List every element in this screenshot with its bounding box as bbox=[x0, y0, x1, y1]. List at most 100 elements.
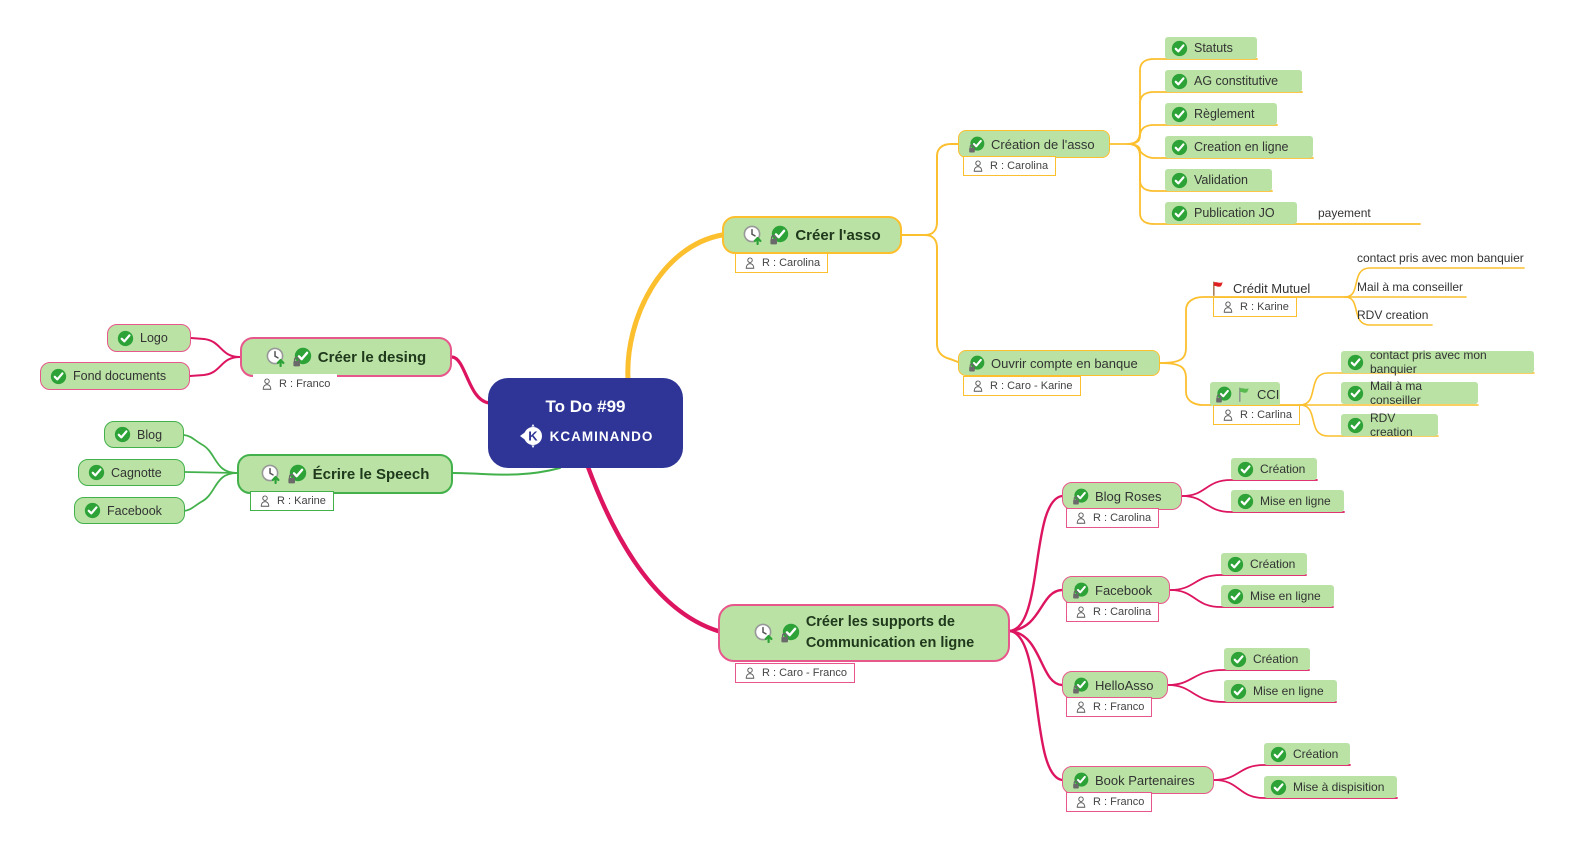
node-cm-mail[interactable]: Mail à ma conseiller bbox=[1357, 280, 1464, 294]
node-book-creation[interactable]: Création bbox=[1264, 743, 1350, 765]
node-cm-contact[interactable]: contact pris avec mon banquier bbox=[1357, 251, 1524, 265]
resp-tag-supports[interactable]: R : Caro - Franco bbox=[735, 663, 855, 683]
node-label: Statuts bbox=[1194, 41, 1233, 55]
node-label: Book Partenaires bbox=[1095, 772, 1195, 788]
node-label: Crédit Mutuel bbox=[1233, 280, 1311, 296]
resp-tag-credit-mutuel[interactable]: R : Karine bbox=[1213, 297, 1297, 317]
resp-label: R : Carolina bbox=[990, 160, 1049, 172]
node-facebook-creation[interactable]: Création bbox=[1221, 553, 1307, 575]
node-book-partenaires[interactable]: Book Partenaires bbox=[1062, 766, 1214, 794]
node-blog[interactable]: Blog bbox=[104, 421, 184, 448]
check-lock-icon bbox=[1072, 487, 1089, 505]
node-helloasso[interactable]: HelloAsso bbox=[1062, 671, 1168, 699]
resp-tag-helloasso[interactable]: R : Franco bbox=[1066, 697, 1153, 717]
node-label: Création bbox=[1293, 747, 1339, 761]
node-logo[interactable]: Logo bbox=[107, 324, 191, 352]
node-label: RDV creation bbox=[1370, 411, 1413, 439]
clock-progress-icon bbox=[754, 623, 773, 643]
root-node[interactable]: To Do #99 K KCAMINANDO bbox=[488, 378, 683, 468]
node-ecrire-le-speech[interactable]: Écrire le Speech bbox=[237, 454, 453, 494]
check-circle-icon bbox=[1230, 682, 1247, 700]
root-title: To Do #99 bbox=[545, 397, 626, 416]
check-lock-icon bbox=[286, 464, 307, 484]
node-label-line2: Communication en ligne bbox=[805, 635, 975, 651]
resp-tag-book[interactable]: R : Franco bbox=[1066, 792, 1153, 812]
node-creer-le-desing[interactable]: Créer le desing bbox=[240, 337, 452, 377]
person-icon bbox=[973, 160, 983, 172]
node-facebook-supports[interactable]: Facebook bbox=[1062, 576, 1170, 604]
resp-tag-desing[interactable]: R : Franco bbox=[253, 374, 338, 394]
node-publication-jo[interactable]: Publication JO bbox=[1165, 202, 1297, 224]
node-fond-documents[interactable]: Fond documents bbox=[40, 362, 190, 390]
node-facebook-miseenligne[interactable]: Mise en ligne bbox=[1221, 585, 1334, 607]
resp-tag-creation[interactable]: R : Carolina bbox=[963, 156, 1057, 176]
resp-tag-facebook[interactable]: R : Carolina bbox=[1066, 602, 1160, 622]
node-payement[interactable]: payement bbox=[1318, 206, 1371, 220]
resp-label: R : Caro - Franco bbox=[762, 667, 847, 679]
node-helloasso-miseenligne[interactable]: Mise en ligne bbox=[1224, 680, 1337, 702]
person-icon bbox=[262, 378, 272, 390]
red-flag-icon bbox=[1213, 280, 1224, 296]
node-facebook-speech[interactable]: Facebook bbox=[74, 497, 185, 524]
person-icon bbox=[1076, 606, 1086, 618]
person-icon bbox=[1223, 409, 1233, 421]
node-blog-roses[interactable]: Blog Roses bbox=[1062, 482, 1182, 510]
node-validation[interactable]: Validation bbox=[1165, 169, 1272, 191]
node-label: Mise en ligne bbox=[1260, 494, 1331, 508]
clock-progress-icon bbox=[260, 464, 280, 484]
brand-text: KCAMINANDO bbox=[549, 428, 654, 444]
resp-label: R : Karine bbox=[277, 495, 326, 507]
node-helloasso-creation[interactable]: Création bbox=[1224, 648, 1310, 670]
node-cci[interactable]: CCI bbox=[1210, 382, 1280, 406]
person-icon bbox=[1223, 301, 1233, 313]
check-lock-icon bbox=[291, 347, 312, 367]
node-label: contact pris avec mon banquier bbox=[1370, 348, 1487, 376]
node-label: Ouvrir compte en banque bbox=[991, 355, 1138, 371]
node-cm-rdv[interactable]: RDV creation bbox=[1357, 308, 1429, 322]
resp-label: R : Carlina bbox=[1240, 409, 1292, 421]
check-lock-icon bbox=[780, 623, 800, 643]
check-circle-icon bbox=[1347, 384, 1364, 402]
node-cagnotte[interactable]: Cagnotte bbox=[78, 459, 185, 486]
check-lock-icon bbox=[1072, 771, 1089, 789]
node-label: Créer le desing bbox=[317, 348, 427, 366]
node-statuts[interactable]: Statuts bbox=[1165, 37, 1257, 59]
node-reglement[interactable]: Règlement bbox=[1165, 103, 1277, 125]
node-creer-lasso[interactable]: Créer l'asso bbox=[722, 216, 902, 254]
check-circle-icon bbox=[1171, 39, 1188, 57]
resp-label: R : Franco bbox=[1093, 701, 1145, 713]
node-book-miseadispisition[interactable]: Mise à dispisition bbox=[1264, 776, 1397, 798]
resp-tag-speech[interactable]: R : Karine bbox=[250, 491, 334, 511]
check-circle-icon bbox=[88, 464, 105, 481]
node-blogroses-miseenligne[interactable]: Mise en ligne bbox=[1231, 490, 1344, 512]
node-label: CCI bbox=[1257, 386, 1280, 402]
node-label: Cagnotte bbox=[111, 465, 162, 480]
node-creation-en-ligne[interactable]: Creation en ligne bbox=[1165, 136, 1313, 158]
resp-tag-banque[interactable]: R : Caro - Karine bbox=[963, 376, 1081, 396]
node-ouvrir-compte[interactable]: Ouvrir compte en banque bbox=[958, 350, 1160, 376]
node-ag-constitutive[interactable]: AG constitutive bbox=[1165, 70, 1302, 92]
resp-tag-blog-roses[interactable]: R : Carolina bbox=[1066, 508, 1160, 528]
node-label: Créer l'asso bbox=[795, 226, 881, 244]
node-label: Facebook bbox=[1095, 582, 1153, 598]
node-label: Mail à ma conseiller bbox=[1370, 379, 1423, 407]
resp-tag-asso[interactable]: R : Carolina bbox=[735, 253, 829, 273]
check-circle-icon bbox=[114, 426, 131, 443]
node-creer-supports[interactable]: Créer les supports de Communication en l… bbox=[718, 604, 1010, 662]
node-cci-contact[interactable]: contact pris avec mon banquier bbox=[1341, 348, 1534, 376]
node-cci-mail[interactable]: Mail à ma conseiller bbox=[1341, 379, 1478, 407]
node-creation-de-lasso[interactable]: Création de l'asso bbox=[958, 130, 1110, 158]
node-cci-rdv[interactable]: RDV creation bbox=[1341, 411, 1438, 439]
resp-tag-cci[interactable]: R : Carlina bbox=[1213, 405, 1300, 425]
node-label-line1: Créer les supports de bbox=[805, 613, 955, 630]
node-label: Écrire le Speech bbox=[312, 465, 430, 483]
person-icon bbox=[745, 257, 755, 269]
node-blogroses-creation[interactable]: Création bbox=[1231, 458, 1317, 480]
clock-progress-icon bbox=[743, 225, 762, 245]
person-icon bbox=[973, 380, 983, 392]
check-lock-icon bbox=[769, 225, 790, 245]
node-credit-mutuel[interactable]: Crédit Mutuel bbox=[1206, 277, 1314, 299]
check-lock-icon bbox=[1215, 385, 1232, 403]
